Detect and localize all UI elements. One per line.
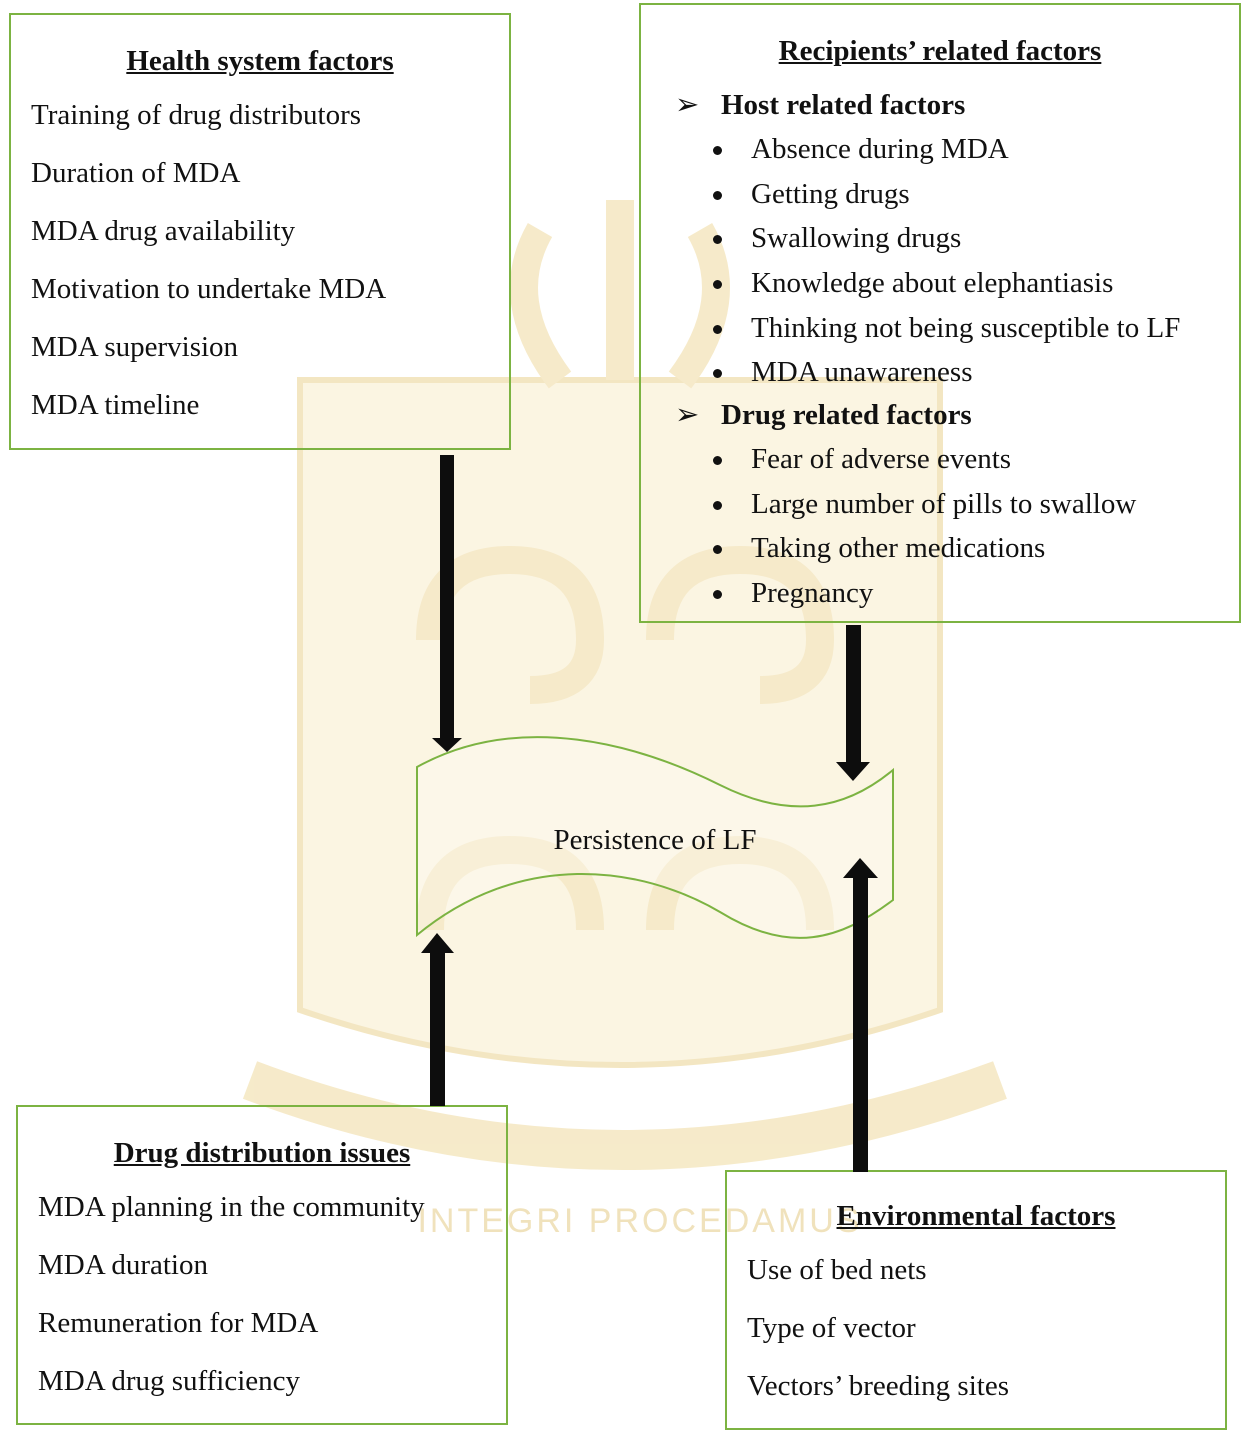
list-item: Pregnancy <box>707 571 1136 616</box>
bullet-icon <box>713 146 722 155</box>
list-item: Fear of adverse events <box>707 437 1136 482</box>
bullet-icon <box>713 500 722 510</box>
host-factors-list: Absence during MDA Getting drugs Swallow… <box>707 127 1180 395</box>
health-system-factors-box: Health system factors Training of drug d… <box>9 13 511 450</box>
arrow-up-environmental-icon <box>843 858 878 1172</box>
drug-distribution-list: MDA planning in the community MDA durati… <box>38 1178 425 1410</box>
list-item: Getting drugs <box>707 172 1180 217</box>
bullet-icon <box>713 590 722 600</box>
environmental-title: Environmental factors <box>836 1200 1116 1232</box>
arrow-down-recipients-icon <box>836 625 870 781</box>
arrow-down-health-icon <box>432 455 462 752</box>
list-item: Swallowing drugs <box>707 216 1180 261</box>
list-item: MDA drug availability <box>31 215 296 247</box>
list-item: Motivation to undertake MDA <box>31 273 387 305</box>
list-item: MDA supervision <box>31 331 239 363</box>
persistence-label: Persistence of LF <box>553 824 757 856</box>
host-factors-heading: ➢ Host related factors <box>675 87 965 122</box>
drug-distribution-title: Drug distribution issues <box>113 1137 411 1169</box>
drug-factors-list: Fear of adverse events Large number of p… <box>707 437 1136 616</box>
list-item: Duration of MDA <box>31 157 241 189</box>
list-item: Large number of pills to swallow <box>707 482 1136 527</box>
list-item: Taking other medications <box>707 526 1136 571</box>
arrowhead-bullet-icon: ➢ <box>675 89 700 121</box>
drug-distribution-box: Drug distribution issues MDA planning in… <box>16 1105 508 1425</box>
bullet-icon <box>713 280 722 290</box>
list-item: MDA planning in the community <box>38 1191 425 1223</box>
bullet-icon <box>713 324 722 334</box>
persistence-wave-shape <box>416 736 894 939</box>
list-item: Training of drug distributors <box>31 99 362 131</box>
recipients-factors-box: Recipients’ related factors ➢ Host relate… <box>639 3 1241 623</box>
health-system-list: Training of drug distributors Duration o… <box>31 86 386 434</box>
list-item: Vectors’ breeding sites <box>747 1370 1009 1402</box>
list-item: MDA drug sufficiency <box>38 1365 301 1397</box>
list-item: Use of bed nets <box>747 1254 927 1286</box>
arrowhead-bullet-icon: ➢ <box>675 399 700 431</box>
drug-heading-text: Drug related factors <box>721 399 972 431</box>
list-item: Absence during MDA <box>707 127 1180 172</box>
bullet-icon <box>713 545 722 555</box>
environmental-list: Use of bed nets Type of vector Vectors’ … <box>747 1241 1009 1415</box>
list-item: MDA duration <box>38 1249 208 1281</box>
list-item: Knowledge about elephantiasis <box>707 261 1180 306</box>
bullet-icon <box>713 456 722 465</box>
list-item: Type of vector <box>747 1312 916 1344</box>
list-item: MDA unawareness <box>707 350 1180 395</box>
arrow-up-distribution-icon <box>421 933 454 1106</box>
bullet-icon <box>713 190 722 200</box>
health-system-title: Health system factors <box>126 45 394 77</box>
list-item: MDA timeline <box>31 389 200 421</box>
list-item: Thinking not being susceptible to LF <box>707 306 1180 351</box>
drug-factors-heading: ➢ Drug related factors <box>675 397 972 432</box>
recipients-title: Recipients’ related factors <box>778 35 1102 67</box>
host-heading-text: Host related factors <box>721 89 966 121</box>
list-item: Remuneration for MDA <box>38 1307 319 1339</box>
bullet-icon <box>713 235 722 245</box>
bullet-icon <box>713 369 722 379</box>
